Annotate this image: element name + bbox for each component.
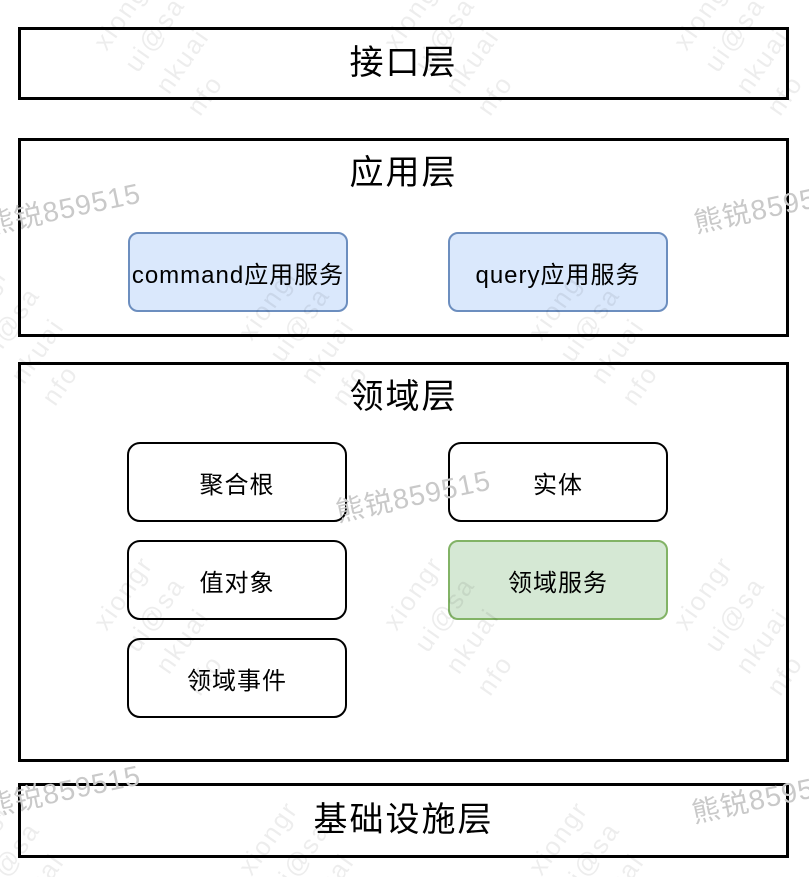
layer-application-title: 应用层: [349, 154, 458, 192]
node-domain-event: 领域事件: [127, 638, 347, 718]
node-entity-label: 实体: [533, 471, 583, 499]
node-command-app-service: command应用服务: [128, 232, 348, 312]
node-domain-service: 领域服务: [448, 540, 668, 620]
node-value-object: 值对象: [127, 540, 347, 620]
layer-interface-title: 接口层: [349, 43, 458, 82]
node-domain-service-label: 领域服务: [508, 569, 608, 597]
layer-infrastructure-title: 基础设施层: [313, 800, 494, 839]
node-query-app-service-label: query应用服务: [475, 261, 641, 289]
node-entity: 实体: [448, 442, 668, 522]
node-aggregate-root: 聚合根: [127, 442, 347, 522]
layer-interface: 接口层: [18, 27, 789, 100]
node-command-app-service-label: command应用服务: [131, 261, 345, 289]
layer-domain-title: 领域层: [349, 378, 458, 416]
layer-infrastructure: 基础设施层: [18, 783, 789, 858]
node-aggregate-root-label: 聚合根: [199, 471, 275, 499]
node-value-object-label: 值对象: [199, 569, 275, 597]
node-domain-event-label: 领域事件: [187, 667, 287, 695]
node-query-app-service: query应用服务: [448, 232, 668, 312]
